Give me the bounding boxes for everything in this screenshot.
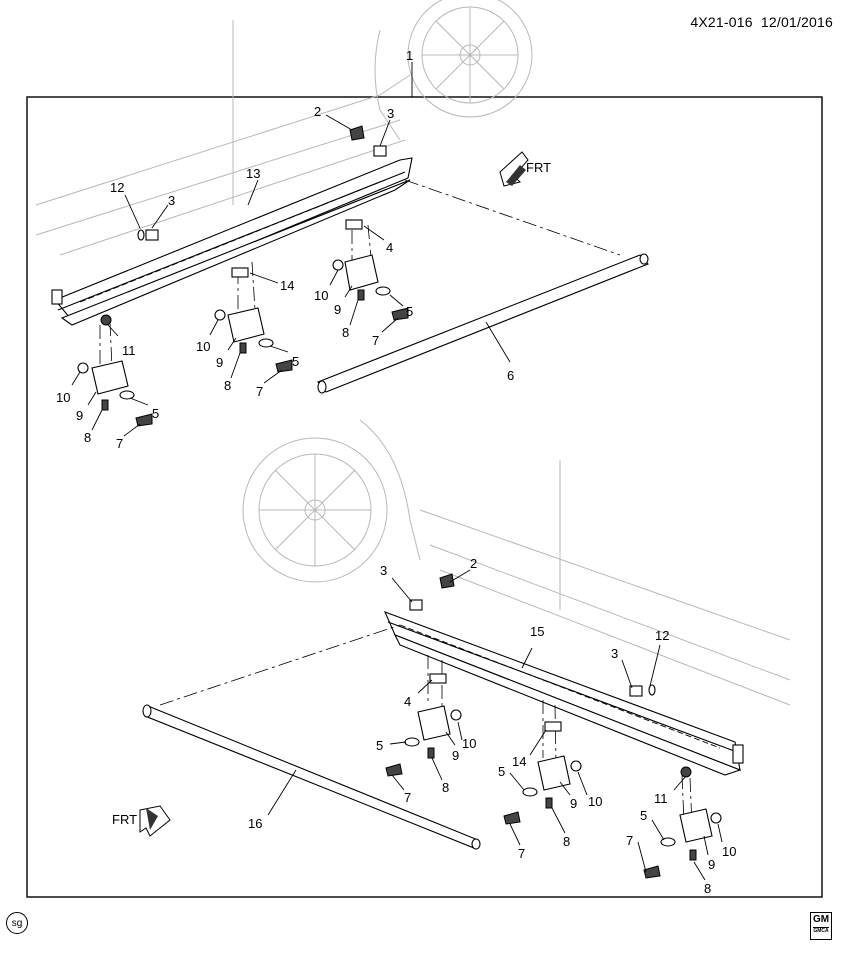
top-vehicle-ghost	[35, 0, 533, 256]
diagram-code: 4X21-016	[690, 14, 753, 30]
bottom-fasteners	[385, 573, 722, 879]
diagram-date: 12/01/2016	[760, 14, 833, 30]
callout-8: 8	[563, 834, 570, 849]
bottom-step-rail	[142, 704, 481, 850]
bottom-callouts: 3 2 15 12 3 4 5 9 10 7 8 14 5 9 10 7 8 1…	[248, 556, 736, 896]
callout-8: 8	[224, 378, 231, 393]
callout-3: 3	[387, 106, 394, 121]
diagram-header: 4X21-016 12/01/2016	[690, 14, 833, 30]
callout-5: 5	[376, 738, 383, 753]
callout-9: 9	[76, 408, 83, 423]
callout-5: 5	[406, 304, 413, 319]
callout-10: 10	[314, 288, 328, 303]
callout-3: 3	[611, 646, 618, 661]
callout-10: 10	[588, 794, 602, 809]
callout-9: 9	[570, 796, 577, 811]
callout-2: 2	[470, 556, 477, 571]
top-fasteners	[77, 125, 409, 427]
bottom-vehicle-ghost	[242, 419, 791, 706]
callout-12: 12	[655, 628, 669, 643]
callout-9: 9	[452, 748, 459, 763]
callout-5: 5	[152, 406, 159, 421]
callout-8: 8	[704, 881, 711, 896]
top-running-board	[51, 157, 413, 326]
callout-11: 11	[654, 791, 668, 806]
callout-7: 7	[116, 436, 123, 451]
callout-8: 8	[442, 780, 449, 795]
callout-7: 7	[372, 333, 379, 348]
sg-mark: sg	[6, 912, 28, 934]
top-leader-lines	[71, 62, 511, 437]
callout-11: 11	[122, 343, 136, 358]
callout-3: 3	[168, 193, 175, 208]
callout-14: 14	[280, 278, 294, 293]
bottom-leader-lines	[267, 569, 723, 881]
callout-13: 13	[246, 166, 260, 181]
bottom-frt-arrow-icon: FRT	[112, 805, 171, 837]
callout-3: 3	[380, 563, 387, 578]
callout-15: 15	[530, 624, 544, 639]
callout-10: 10	[462, 736, 476, 751]
top-step-rail	[317, 253, 649, 394]
callout-8: 8	[84, 430, 91, 445]
top-callouts: 1 2 3 3 12 13 4 14 10 9 5 8 7 10 9 5 8 7…	[56, 48, 514, 451]
callout-9: 9	[334, 302, 341, 317]
top-bracket-guides	[99, 224, 373, 372]
callout-5: 5	[498, 764, 505, 779]
callout-7: 7	[256, 384, 263, 399]
top-frt-arrow-icon: FRT	[499, 151, 551, 187]
gm-logo-bottom: GMCA	[813, 927, 829, 934]
callout-4: 4	[386, 240, 393, 255]
callout-6: 6	[507, 368, 514, 383]
bottom-bracket-guides	[427, 655, 693, 827]
callout-10: 10	[56, 390, 70, 405]
callout-10: 10	[196, 339, 210, 354]
callout-7: 7	[404, 790, 411, 805]
callout-9: 9	[708, 857, 715, 872]
bottom-running-board	[383, 611, 744, 776]
callout-2: 2	[314, 104, 321, 119]
callout-7: 7	[626, 833, 633, 848]
callout-9: 9	[216, 355, 223, 370]
callout-12: 12	[110, 180, 124, 195]
top-alignment-line	[404, 179, 621, 256]
bottom-alignment-line	[159, 624, 401, 706]
callout-8: 8	[342, 325, 349, 340]
bottom-frt-label: FRT	[112, 812, 137, 827]
diagram-border	[26, 96, 823, 898]
gm-logo-top: GM	[812, 914, 830, 925]
callout-1: 1	[406, 48, 413, 63]
callout-4: 4	[404, 694, 411, 709]
callout-14: 14	[512, 754, 526, 769]
callout-7: 7	[518, 846, 525, 861]
callout-16: 16	[248, 816, 262, 831]
callout-5: 5	[640, 808, 647, 823]
callout-5: 5	[292, 354, 299, 369]
top-frt-label: FRT	[526, 160, 551, 175]
gm-logo: GM GMCA	[810, 912, 832, 940]
callout-10: 10	[722, 844, 736, 859]
